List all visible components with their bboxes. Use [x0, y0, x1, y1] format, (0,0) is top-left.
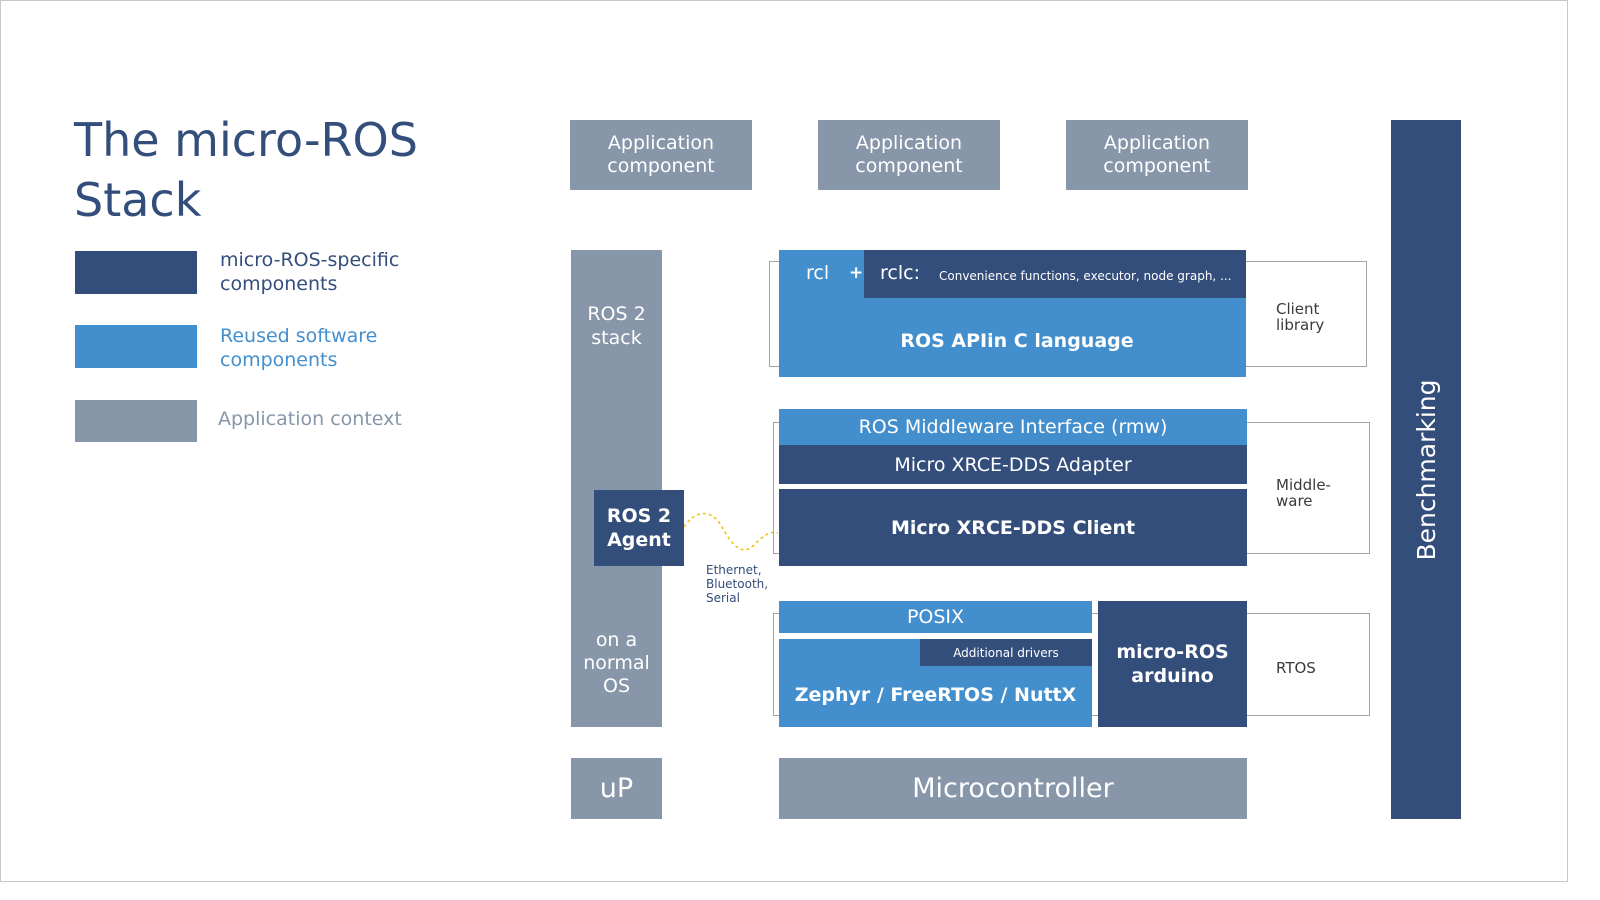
- ros-api-label: ROS APIin C language: [900, 330, 1134, 352]
- transport-link-wave: [684, 512, 779, 551]
- rclc-description: Convenience functions, executor, node gr…: [939, 269, 1232, 283]
- app-component-1: Application component: [570, 120, 752, 190]
- rclc-label: rclc:: [880, 262, 920, 284]
- plus-sign: +: [849, 263, 864, 283]
- legend-label-reused: Reused software components: [220, 325, 378, 371]
- rmw-block: ROS Middleware Interface (rmw): [779, 409, 1247, 445]
- slide-frame: [0, 0, 1568, 882]
- up-block: uP: [571, 758, 662, 819]
- normal-os-label: on a normal OS: [583, 629, 650, 697]
- slide-title: The micro-ROS Stack: [74, 110, 494, 230]
- additional-drivers-block: Additional drivers: [920, 639, 1092, 666]
- legend-label-application: Application context: [218, 408, 402, 430]
- benchmarking-column: [1391, 120, 1461, 819]
- microcontroller-block: Microcontroller: [779, 758, 1247, 819]
- benchmarking-label: Benchmarking: [1411, 379, 1441, 561]
- micro-ros-arduino-block: micro-ROS arduino: [1098, 601, 1247, 727]
- posix-block: POSIX: [779, 601, 1092, 633]
- ros2-agent-box: ROS 2 Agent: [594, 490, 684, 566]
- legend-swatch-application: [75, 400, 197, 442]
- rcl-label: rcl: [806, 262, 830, 284]
- xrce-client-block: Micro XRCE-DDS Client: [779, 489, 1247, 566]
- app-component-3: Application component: [1066, 120, 1248, 190]
- legend-label-specific: micro-ROS-specific components: [220, 249, 400, 295]
- client-library-side-label: Client library: [1276, 300, 1325, 334]
- app-component-2: Application component: [818, 120, 1000, 190]
- transport-note: Ethernet, Bluetooth, Serial: [706, 563, 769, 605]
- legend-swatch-reused: [75, 325, 197, 368]
- xrce-adapter-block: Micro XRCE-DDS Adapter: [779, 445, 1247, 484]
- rclc-block: [864, 250, 1246, 298]
- legend-swatch-specific: [75, 251, 197, 294]
- title-line-1: The micro-ROS: [74, 113, 418, 167]
- ros2-stack-label: ROS 2 stack: [587, 303, 646, 349]
- ros2-stack-column: [571, 250, 662, 727]
- middleware-side-label: Middle- ware: [1276, 476, 1331, 510]
- title-line-2: Stack: [74, 173, 202, 227]
- rtos-side-label: RTOS: [1276, 659, 1316, 677]
- zephyr-label: Zephyr / FreeRTOS / NuttX: [794, 684, 1077, 706]
